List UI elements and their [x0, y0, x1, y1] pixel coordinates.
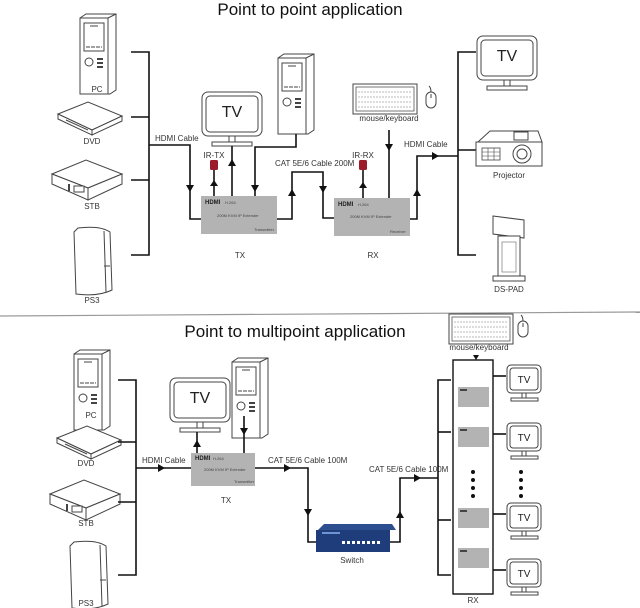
ellipsis-dots-icon [471, 470, 475, 498]
ir-tx-sensor-icon [210, 160, 218, 170]
tx-label-2: TX [221, 496, 232, 505]
projector-icon [475, 130, 543, 167]
p2p-output-bus [457, 51, 476, 256]
source-label-pc: PC [91, 85, 102, 94]
receiver-unit [458, 387, 489, 407]
tv-label-2: TV [190, 390, 211, 407]
switch-label: Switch [340, 556, 364, 565]
output-ds-pad-label: DS-PAD [494, 285, 524, 294]
svg-text:200M KVM IP Extender: 200M KVM IP Extender [350, 214, 392, 219]
source-label-pc-2: PC [85, 411, 96, 420]
svg-text:HDMI: HDMI [195, 456, 211, 462]
pc-icon-host [277, 53, 315, 135]
p2mp-cat-cable-2 [390, 477, 438, 543]
tv-label: TV [222, 104, 243, 121]
p2mp-mouse-keyboard-label: mouse/keyboard [449, 343, 508, 352]
p2mp-cat-label-1: CAT 5E/6 Cable 100M [268, 456, 348, 465]
output-tv-label: TV [497, 48, 518, 65]
dvd-icon [57, 101, 123, 136]
svg-text:Transmitter: Transmitter [254, 227, 275, 232]
rx-label: RX [367, 251, 379, 260]
p2p-mouse-keyboard-label: mouse/keyboard [359, 114, 418, 123]
ellipsis-dots-icon [519, 470, 523, 498]
ps3-icon [73, 226, 113, 296]
svg-text:200M KVM IP Extender: 200M KVM IP Extender [217, 213, 259, 218]
p2p-source-bus [131, 51, 204, 256]
output-projector-label: Projector [493, 171, 525, 180]
section-divider [0, 311, 640, 317]
source-label-ps3: PS3 [84, 296, 100, 305]
source-label-dvd-2: DVD [78, 459, 95, 468]
rx-tv-label: TV [518, 569, 531, 580]
p2mp-cat-label-2: CAT 5E/6 Cable 100M [369, 465, 449, 474]
p2p-hdmi-out-label: HDMI Cable [404, 140, 448, 149]
rx-tv-label: TV [518, 375, 531, 386]
tx-extender-box: HDMI H.264 200M KVM IP Extender Transmit… [201, 196, 277, 234]
receiver-unit [458, 508, 489, 528]
keyboard-icon-2 [448, 313, 514, 345]
switch-icon [316, 524, 396, 552]
rx-tv-label: TV [518, 433, 531, 444]
p2p-hdmi-out-cable [410, 155, 458, 220]
svg-text:H.264: H.264 [358, 202, 369, 207]
p2p-hdmi-in-label: HDMI Cable [155, 134, 199, 143]
receiver-unit [458, 427, 489, 447]
keyboard-icon [352, 83, 418, 115]
tx-extender-box-2: HDMI H.264 200M KVM IP Extender Transmit… [191, 453, 255, 486]
receiver-unit [458, 548, 489, 568]
rx-label-2: RX [467, 596, 479, 605]
p2mp-source-bus [118, 379, 192, 576]
svg-text:H.264: H.264 [213, 456, 224, 461]
svg-text:Transmitter: Transmitter [234, 479, 255, 484]
svg-text:HDMI: HDMI [205, 200, 221, 206]
stb-icon [51, 159, 123, 201]
stb-icon-2 [49, 479, 121, 521]
svg-text:Receiver: Receiver [390, 229, 406, 234]
source-label-ps3-2: PS3 [78, 599, 94, 608]
ir-rx-sensor-icon [359, 160, 367, 170]
svg-text:HDMI: HDMI [338, 202, 354, 208]
p2mp-title: Point to multipoint application [184, 322, 405, 341]
ir-rx-label: IR-RX [352, 151, 374, 160]
p2mp-cat-cable-1 [255, 467, 320, 543]
source-label-stb: STB [84, 202, 100, 211]
ds-pad-icon [492, 215, 526, 282]
ps3-icon-2 [69, 540, 109, 608]
tx-label: TX [235, 251, 246, 260]
p2p-title: Point to point application [217, 0, 402, 19]
rx-extender-box: HDMI H.264 200M KVM IP Extender Receiver [334, 198, 410, 236]
p2mp-rx-bus [437, 379, 451, 576]
svg-text:200M KVM IP Extender: 200M KVM IP Extender [204, 467, 246, 472]
pc-icon [79, 13, 117, 95]
pc-icon-host-2 [231, 357, 269, 439]
rx-tv-label: TV [518, 513, 531, 524]
ir-tx-label: IR-TX [204, 151, 226, 160]
source-label-stb-2: STB [78, 519, 94, 528]
mouse-icon [425, 85, 437, 109]
p2p-cat-cable [277, 171, 335, 220]
svg-text:H.264: H.264 [225, 200, 236, 205]
dvd-icon-2 [56, 425, 122, 460]
p2p-cat-label: CAT 5E/6 Cable 200M [275, 159, 355, 168]
mouse-icon-2 [517, 314, 529, 338]
p2mp-hdmi-in-label: HDMI Cable [142, 456, 186, 465]
source-label-dvd: DVD [84, 137, 101, 146]
